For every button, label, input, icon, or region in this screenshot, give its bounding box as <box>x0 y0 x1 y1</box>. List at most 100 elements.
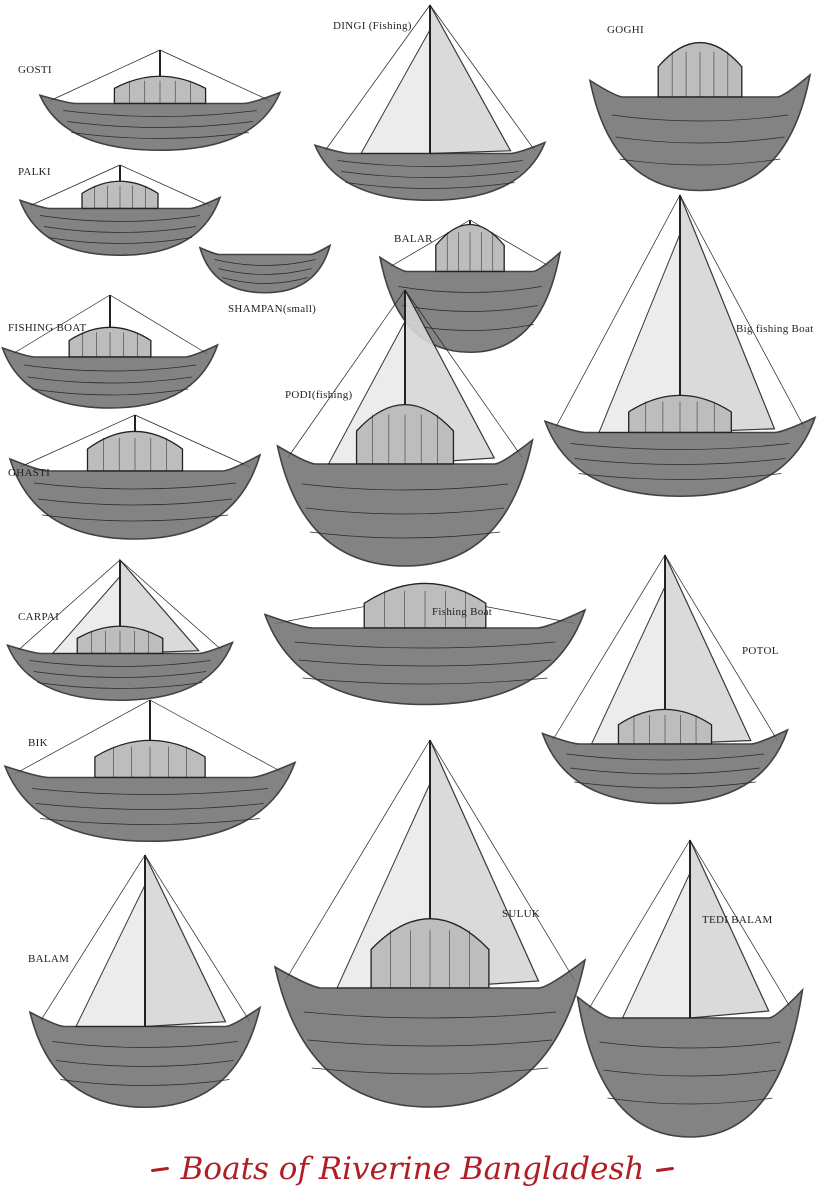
boat-label-suluk: SULUK <box>502 908 541 920</box>
fishing-boat-small-sketch-rigging-fore <box>12 294 111 355</box>
dingi-sketch-rigging-aft <box>429 4 536 151</box>
ghasti-sketch-plank-line <box>37 498 233 506</box>
podi-sketch-rigging-fore <box>287 289 406 459</box>
dingi-sketch-plank-line <box>345 182 515 189</box>
dingi-sketch-jib <box>360 27 431 154</box>
carpai-sketch-plank-line <box>37 682 203 689</box>
goghi-sketch-plank-line <box>615 136 785 144</box>
suluk-sketch-plank-line <box>307 1039 553 1047</box>
tedi-balam-sketch-plank-line <box>607 1097 773 1105</box>
boat-label-carpai: CARPAI <box>18 611 60 623</box>
tedi-balam-sketch-rigging-fore <box>587 839 691 1012</box>
balam-sketch-plank-line <box>56 1060 234 1067</box>
bik-sketch-plank-line <box>36 803 264 810</box>
bik-sketch-rigging-aft <box>149 699 286 775</box>
carpai-sketch-rigging-aft <box>119 559 223 652</box>
carpai-sketch-plank-line <box>29 660 211 667</box>
boat-label-palki: PALKI <box>18 166 51 178</box>
gosti-sketch-rigging-aft <box>159 49 271 102</box>
boat-label-dingi: DINGI (Fishing) <box>333 20 412 32</box>
boat-label-podi: PODI(fishing) <box>285 389 353 401</box>
potol-sketch-rigging-fore <box>552 554 666 741</box>
dingi-sketch-plank-line <box>337 160 523 167</box>
goghi-sketch-plank-line <box>611 114 789 122</box>
fishing-boat-sketch-plank-line <box>298 659 552 667</box>
potol-sketch-plank-line <box>566 753 764 761</box>
goghi-sketch-plank-line <box>619 158 781 166</box>
potol-sketch-rigging-aft <box>664 554 778 741</box>
shampan-sketch-hull <box>198 243 332 294</box>
potol-sketch-plank-line <box>570 767 760 775</box>
balam-sketch-plank-line <box>60 1079 230 1086</box>
gosti-sketch-rigging-fore <box>49 49 161 102</box>
boat-label-goghi: GOGHI <box>607 24 644 36</box>
shampan-sketch-plank-line <box>218 268 312 275</box>
tedi-balam-sketch-jib <box>621 872 691 1019</box>
tedi-balam-sketch-plank-line <box>603 1069 777 1077</box>
ghasti-sketch-plank-line <box>41 514 229 522</box>
title-flourish-right <box>656 1166 675 1172</box>
dingi-sketch-rigging-fore <box>324 4 431 151</box>
fishing-boat-sketch-plank-line <box>302 677 548 685</box>
podi-sketch-plank-line <box>305 507 505 515</box>
palki-sketch-plank-line <box>47 237 193 244</box>
ghasti-sketch-rigging-aft <box>134 414 251 468</box>
bik-sketch-rigging-fore <box>14 699 151 775</box>
goghi-sketch-hull <box>588 72 812 192</box>
boat-label-balar: BALAR <box>394 233 433 245</box>
poster-title-row: Boats of Riverine Bangladesh <box>0 1146 825 1192</box>
big-fishing-boat-sketch-plank-line <box>574 458 786 465</box>
boat-label-potol: POTOL <box>742 645 779 657</box>
suluk-sketch-rigging-aft <box>429 739 576 982</box>
suluk-sketch-plank-line <box>311 1067 549 1075</box>
palki-sketch-rigging-fore <box>29 164 121 207</box>
potol-sketch-plank-line <box>574 781 756 789</box>
balar-sketch-plank-line <box>398 286 542 293</box>
podi-sketch-rigging-aft <box>404 289 523 459</box>
shampan-sketch-plank-line <box>222 277 308 284</box>
carpai-sketch-rigging-fore <box>17 559 121 652</box>
suluk-sketch-hull <box>273 958 587 1108</box>
carpai-sketch-plank-line <box>33 671 207 678</box>
balam-sketch-rigging-fore <box>39 854 146 1022</box>
fishing-boat-small-sketch-plank-line <box>27 376 193 384</box>
balam-sketch-hull <box>28 1005 262 1109</box>
fishing-boat-sketch-plank-line <box>294 641 556 649</box>
ghasti-sketch-plank-line <box>33 482 237 490</box>
palki-sketch-plank-line <box>43 226 197 233</box>
bik-sketch-plank-line <box>32 788 268 795</box>
poster-title: Boats of Riverine Bangladesh <box>180 1151 645 1187</box>
boat-label-shampan: SHAMPAN(small) <box>228 303 317 315</box>
boat-label-ghasti: GHASTI <box>8 467 51 479</box>
balam-sketch-plank-line <box>52 1041 238 1048</box>
ghasti-sketch-rigging-fore <box>19 414 136 468</box>
podi-sketch-plank-line <box>301 483 509 491</box>
big-fishing-boat-sketch-rigging-aft <box>679 194 806 429</box>
balam-sketch-sail <box>144 854 227 1028</box>
big-fishing-boat-sketch-plank-line <box>578 473 782 480</box>
boat-label-big-fishing-boat: Big fishing Boat <box>736 323 814 335</box>
boat-label-fishing-boat: Fishing Boat <box>432 606 493 618</box>
fishing-boat-sketch-hull <box>263 608 587 706</box>
gosti-sketch-plank-line <box>71 132 249 139</box>
big-fishing-boat-sketch-plank-line <box>570 443 790 450</box>
fishing-boat-small-sketch-plank-line <box>23 364 197 372</box>
fishing-boat-small-sketch-plank-line <box>31 388 189 396</box>
boat-label-balam: BALAM <box>28 953 70 965</box>
shampan-sketch-plank-line <box>214 259 316 266</box>
podi-sketch-hull <box>276 438 534 567</box>
palki-sketch-rigging-aft <box>119 164 211 207</box>
boat-label-gosti: GOSTI <box>18 64 52 76</box>
boat-label-tedi-balam: TEDI BALAM <box>702 914 773 926</box>
tedi-balam-sketch-hull <box>576 987 804 1138</box>
bik-sketch-plank-line <box>40 818 260 825</box>
dingi-sketch-plank-line <box>341 171 519 178</box>
big-fishing-boat-sketch-rigging-fore <box>554 194 681 429</box>
gosti-sketch-plank-line <box>63 110 257 117</box>
gosti-sketch-plank-line <box>67 121 253 128</box>
tedi-balam-sketch-plank-line <box>599 1041 781 1049</box>
balam-sketch-jib <box>75 884 146 1027</box>
balam-sketch-rigging-aft <box>144 854 251 1022</box>
